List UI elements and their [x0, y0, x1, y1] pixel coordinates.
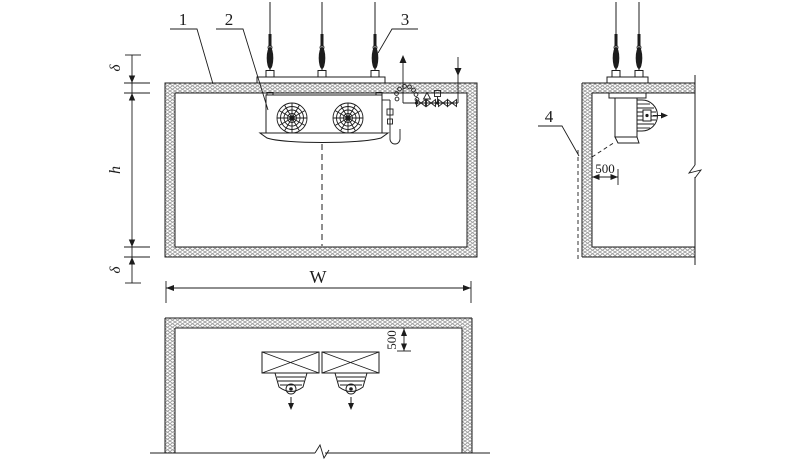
- side-section-view: 500 4: [538, 2, 703, 265]
- side-part-label: 4: [538, 107, 580, 157]
- front-elevation-view: δ h δ 1 2 3: [107, 2, 478, 284]
- part-label-suspension-rod: 3: [401, 10, 410, 29]
- dim-side-wall-clearance: 500: [595, 161, 615, 176]
- leader-line-3: [377, 28, 418, 54]
- side-drain-pan: [614, 136, 640, 144]
- suspension-assembly: [256, 2, 386, 84]
- plan-width-dimension: W: [165, 267, 472, 303]
- leader-line-1: [170, 28, 214, 85]
- airflow-arrow-icon: [661, 112, 668, 119]
- part-label-air-cooler: 2: [225, 10, 234, 29]
- side-suspension-assembly: [606, 2, 649, 84]
- dim-ceiling-thickness: δ: [108, 63, 124, 71]
- part-label-panel-joint: 4: [545, 107, 554, 126]
- leader-line-2: [216, 28, 269, 111]
- break-symbol-icon: [687, 164, 703, 179]
- part-labels: 1 2 3: [170, 10, 418, 111]
- flow-arrow-up-icon: [399, 55, 407, 63]
- drain-pan: [258, 132, 390, 143]
- clearance-dashed-line: [591, 141, 616, 158]
- dim-room-width: W: [310, 267, 327, 287]
- leader-line-4: [538, 125, 580, 157]
- dim-floor-thickness: δ: [108, 265, 124, 273]
- plan-clearance-dimension: 500: [384, 328, 411, 352]
- coil-loop: [394, 84, 420, 102]
- height-dimension-chain: δ h δ: [107, 54, 150, 284]
- plan-air-cooler-unit: [261, 351, 380, 411]
- plan-room-walls: [150, 317, 490, 460]
- flow-arrow-down-icon: [454, 68, 462, 76]
- side-clearance-dimension: 500: [592, 161, 619, 185]
- dim-room-height: h: [107, 166, 124, 174]
- side-air-cooler-unit: [591, 92, 668, 158]
- break-symbol-icon: [314, 443, 330, 460]
- drain-trap: [389, 100, 401, 145]
- refrigerant-piping: [382, 55, 462, 145]
- sight-glass-icon: [422, 91, 432, 100]
- dim-back-wall-clearance: 500: [384, 330, 399, 350]
- part-label-wall-panel: 1: [179, 10, 188, 29]
- air-cooler-unit: [258, 92, 390, 246]
- side-room-walls: [577, 75, 703, 265]
- plan-view: W: [150, 267, 490, 460]
